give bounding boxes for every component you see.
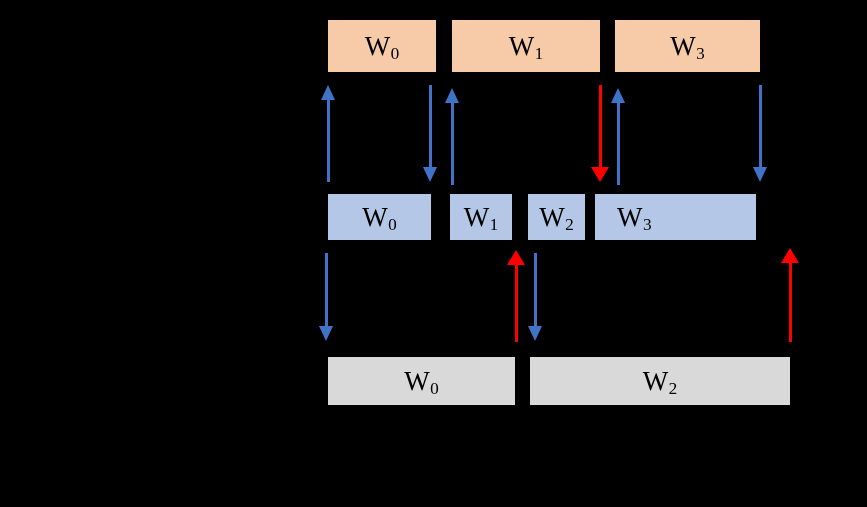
arrow-head-icon [318,326,333,341]
block-label-subscript: 0 [390,44,400,64]
middle-row-block-w3: W3 [595,194,756,240]
block-label-subscript: 2 [668,379,678,399]
top-row-block-w1: W1 [452,20,600,72]
arrow-shaft [534,253,537,330]
arrow-shaft [788,259,792,342]
block-label-subscript: 3 [696,44,705,64]
middle-row-block-w0: W0 [328,194,431,240]
arrow-shaft [617,99,620,185]
arrow-shaft [451,99,454,185]
block-label: W0 [404,365,439,399]
arrow-shaft [598,85,602,171]
block-label-subscript: 0 [430,379,439,399]
block-label-subscript: 2 [565,215,574,235]
block-label: W2 [642,365,678,399]
arrow-head-icon [444,88,459,103]
arrow-head-icon [591,167,609,182]
arrow-shaft [514,261,518,342]
block-label: W3 [670,30,705,64]
block-label: W0 [364,30,400,64]
arrow-shaft [759,85,762,171]
arrow-shaft [325,253,328,330]
arrow-head-icon [320,85,335,100]
block-label: W1 [463,201,499,235]
bottom-row-block-w2: W2 [530,357,790,405]
arrow-head-icon [610,88,625,103]
block-label: W0 [362,201,397,235]
arrow-head-icon [752,167,767,182]
top-row-block-w3: W3 [615,20,760,72]
arrow-shaft [429,85,432,171]
block-label-subscript: 1 [489,215,499,235]
block-label-subscript: 0 [388,215,397,235]
block-label: W3 [617,201,652,235]
block-label-subscript: 1 [534,44,544,64]
arrow-head-icon [507,250,525,265]
arrow-head-icon [527,326,542,341]
block-label: W1 [508,30,544,64]
block-label: W2 [539,201,574,235]
top-row-block-w0: W0 [328,20,436,72]
middle-row-block-w2: W2 [528,194,585,240]
bottom-row-block-w0: W0 [328,357,515,405]
middle-row-block-w1: W1 [450,194,512,240]
arrow-head-icon [422,167,437,182]
block-label-subscript: 3 [642,215,652,235]
arrow-shaft [327,96,330,182]
arrow-head-icon [781,248,799,263]
